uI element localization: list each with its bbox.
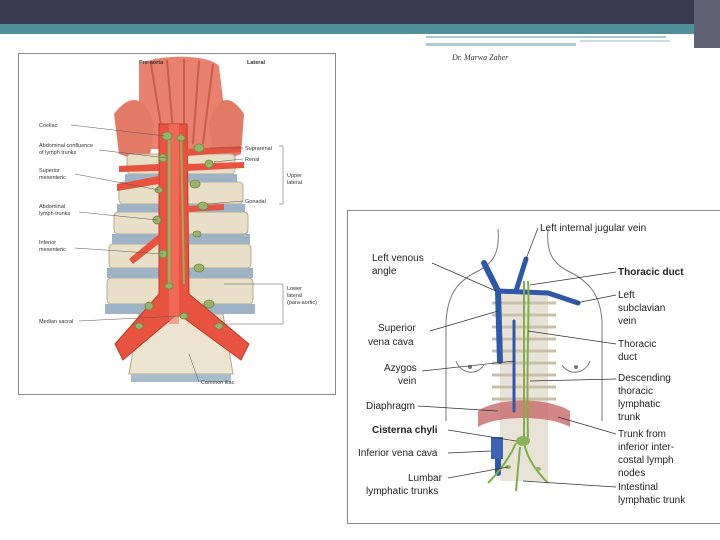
label-intestinal-lymphatic: Intestinal (618, 482, 658, 493)
thoracic-duct-illustration: Left internal jugular vein Left venous a… (358, 223, 686, 506)
label-abdominal-confluence-2: of lymph trunks (39, 150, 77, 156)
label-para-aortic: (para-aortic) (287, 300, 317, 306)
right-figure-labels: Left internal jugular vein Left venous a… (358, 223, 686, 506)
author-name: Dr. Marwa Zaher (452, 53, 509, 62)
label-descending-thoracic: Descending (618, 373, 671, 384)
label-trunk-from-4: nodes (618, 468, 645, 479)
label-trunk-from: Trunk from (618, 429, 666, 440)
label-thoracic-duct-bold: Thoracic duct (618, 267, 684, 278)
label-descending-thoracic-2: thoracic (618, 386, 653, 397)
label-upper-lateral-2: lateral (287, 180, 302, 186)
label-left-venous-angle: Left venous (372, 253, 424, 264)
label-azygos-vein: Azygos (384, 363, 417, 374)
label-median-sacral: Median sacral (39, 319, 73, 325)
label-left-subclavian-2: subclavian (618, 303, 665, 314)
label-suprarenal: Suprarenal (245, 146, 272, 152)
abdominal-lymph-figure: Pre-aorta Lateral Coeliac Abdominal conf… (18, 53, 336, 395)
thoracic-duct-figure: Left internal jugular vein Left venous a… (347, 210, 720, 524)
label-intestinal-lymphatic-2: lymphatic trunk (618, 495, 686, 506)
label-descending-thoracic-3: lymphatic (618, 399, 660, 410)
decorative-rule (426, 36, 666, 38)
label-left-subclavian: Left (618, 290, 635, 301)
label-lower-lateral-2: lateral (287, 293, 302, 299)
left-figure-leader-lines (70, 124, 284, 383)
aorta (114, 123, 250, 361)
label-left-subclavian-3: vein (618, 316, 636, 327)
label-superior-vena-cava-2: vena cava (368, 337, 414, 348)
label-abdominal-lymph-trunks: Abdominal (39, 204, 65, 210)
label-gonadal: Gonadal (245, 199, 266, 205)
label-inferior-mesenteric-2: mesenteric (39, 247, 66, 253)
label-upper-lateral: Upper (287, 173, 302, 179)
decorative-rule (426, 43, 576, 46)
label-lower-lateral: Lower (287, 286, 302, 292)
label-abdominal-lymph-trunks-2: lymph trunks (39, 211, 70, 217)
label-superior-mesenteric: Superior (39, 168, 60, 174)
label-lumbar-lymphatic: Lumbar (408, 473, 443, 484)
label-lumbar-lymphatic-2: lymphatic trunks (366, 486, 438, 497)
label-lateral: Lateral (247, 60, 266, 66)
label-left-venous-angle-2: angle (372, 266, 397, 277)
label-thoracic-duct: Thoracic (618, 339, 656, 350)
right-figure-leader-lines (417, 227, 617, 488)
veins (481, 256, 581, 476)
decorative-rule (580, 40, 670, 42)
label-trunk-from-3: costal lymph (618, 455, 674, 466)
label-inferior-mesenteric: Inferior (39, 240, 56, 246)
label-thoracic-duct-2: duct (618, 352, 637, 363)
label-descending-thoracic-4: trunk (618, 412, 641, 423)
slide-teal-band (0, 24, 720, 34)
label-superior-mesenteric-2: mesenteric (39, 175, 66, 181)
abdominal-lymph-illustration: Pre-aorta Lateral Coeliac Abdominal conf… (39, 56, 317, 386)
label-cisterna-chyli: Cisterna chyli (372, 425, 438, 436)
label-renal: Renal (245, 157, 259, 163)
label-left-internal-jugular-vein: Left internal jugular vein (540, 223, 646, 234)
label-diaphragm: Diaphragm (366, 401, 415, 412)
label-abdominal-confluence: Abdominal confluence (39, 143, 93, 149)
slide-top-bar (0, 0, 720, 24)
label-superior-vena-cava: Superior (378, 323, 416, 334)
left-figure-labels: Pre-aorta Lateral Coeliac Abdominal conf… (39, 60, 317, 386)
label-trunk-from-2: inferior inter- (618, 442, 674, 453)
slide-corner-block (694, 0, 720, 48)
torso-outline (445, 228, 603, 421)
label-azygos-vein-2: vein (398, 376, 416, 387)
lymphatic-vessels (487, 280, 549, 492)
lymph-nodes (134, 131, 224, 330)
label-common-iliac: Common iliac (201, 380, 235, 386)
inferior-vena-cava-segment (491, 437, 503, 459)
label-inferior-vena-cava: Inferior vena cava (358, 448, 438, 459)
label-coeliac: Coeliac (39, 123, 58, 129)
label-pre-aorta: Pre-aorta (139, 60, 164, 66)
